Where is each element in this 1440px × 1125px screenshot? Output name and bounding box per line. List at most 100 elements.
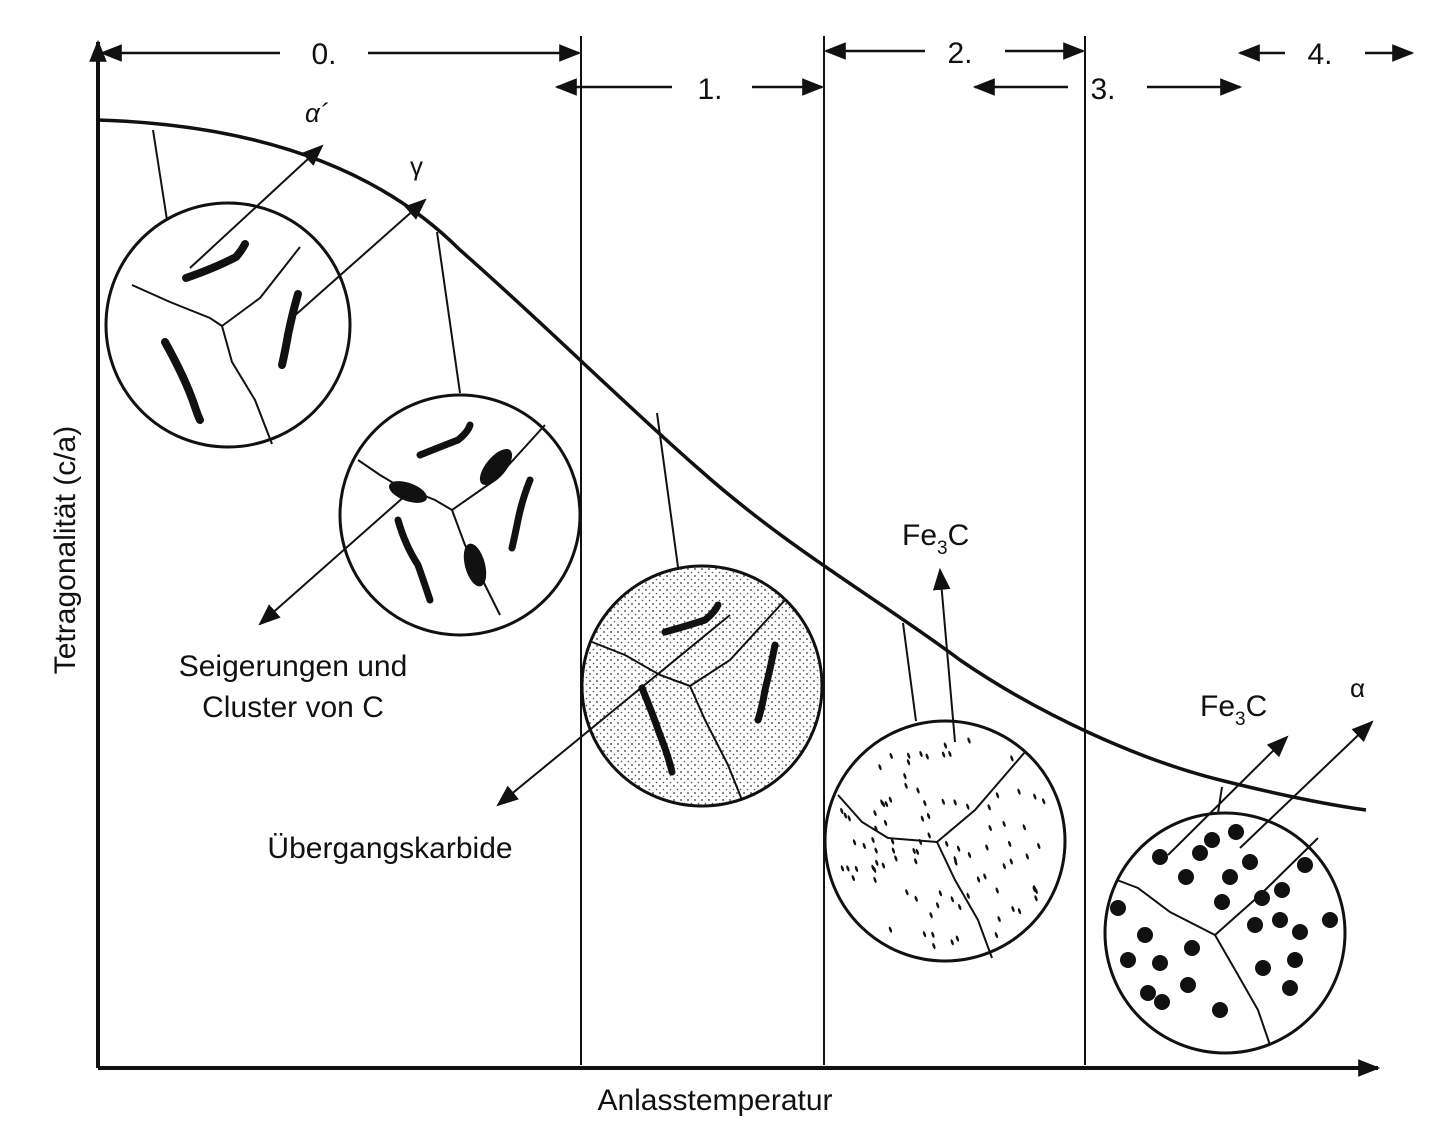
carbide-speck [875, 859, 879, 866]
carbide-particle [1272, 912, 1288, 928]
carbide-speck [976, 876, 981, 883]
carbide-speck [966, 803, 970, 810]
carbide-speck [890, 838, 895, 845]
carbide-speck [945, 840, 949, 847]
carbide-speck [874, 825, 878, 832]
segregation-arrow [258, 494, 407, 626]
carbide-particle [1180, 977, 1196, 993]
carbide-speck [906, 759, 911, 766]
carbide-speck [923, 800, 927, 807]
alpha-arrow [1239, 720, 1374, 849]
fe3c-label-fine: Fe3C [902, 519, 969, 559]
carbide-particle [1322, 912, 1338, 928]
carbide-speck [931, 931, 935, 938]
carbide-speck [1033, 885, 1037, 892]
tetragonality-curve [97, 118, 1367, 812]
carbide-speck [1002, 820, 1006, 827]
carbide-speck [840, 807, 844, 815]
carbide-speck [943, 742, 948, 749]
carbide-speck [1011, 906, 1015, 913]
carbide-speck [967, 737, 971, 744]
carbide-speck [872, 866, 877, 873]
carbide-speck [941, 798, 945, 805]
carbide-speck [1042, 798, 1046, 805]
carbide-speck [883, 819, 888, 826]
microstructure-martensite [104, 201, 352, 449]
carbide-speck [1017, 788, 1021, 795]
carbide-speck [912, 847, 916, 855]
stage-label-3: 3. [1090, 73, 1115, 106]
stage-ranges [99, 42, 1415, 96]
carbide-speck [985, 844, 989, 851]
x-axis-label: Anlasstemperatur [597, 1084, 832, 1117]
stage-label-1: 1. [697, 73, 722, 106]
carbide-particle [1254, 890, 1270, 906]
carbide-particle [1228, 824, 1244, 840]
carbide-speck [915, 848, 920, 855]
microstructure-transition-carbides [580, 564, 824, 808]
carbide-speck [1009, 858, 1013, 865]
carbide-speck [922, 931, 927, 938]
microstructure-spheroidized [1103, 811, 1347, 1055]
carbide-speck [927, 832, 931, 839]
carbide-speck [914, 895, 918, 902]
carbide-speck [967, 852, 972, 859]
gamma-label: γ [410, 151, 423, 181]
carbide-particle [1192, 845, 1208, 861]
carbide-speck [1033, 793, 1037, 800]
carbide-speck [871, 836, 875, 844]
carbide-particle [1214, 894, 1230, 910]
annotations: Seigerungen und Cluster von C Übergangsk… [179, 650, 513, 865]
carbide-speck [994, 932, 999, 939]
carbide-particle [1204, 832, 1220, 848]
carbide-speck [997, 916, 1001, 923]
carbide-speck [878, 764, 882, 771]
carbide-speck [1037, 842, 1041, 850]
carbide-speck [1022, 824, 1026, 831]
carbide-particle [1184, 940, 1200, 956]
carbide-speck [983, 873, 987, 880]
segregation-label-line1: Seigerungen und [179, 650, 408, 683]
carbide-particle [1222, 869, 1238, 885]
carbide-particle [1292, 924, 1308, 940]
coarse-carbide-particles [1110, 824, 1338, 1018]
alpha-prime-arrow [189, 144, 324, 269]
carbide-speck [929, 912, 933, 919]
carbide-speck [987, 804, 991, 811]
carbide-speck [1010, 755, 1014, 762]
carbide-speck [881, 862, 886, 869]
carbide-speck [905, 889, 909, 896]
fine-carbide-specks [840, 737, 1046, 950]
carbide-particle [1178, 869, 1194, 885]
carbide-speck [918, 838, 923, 845]
carbide-particle [1137, 927, 1153, 943]
carbide-speck [854, 865, 859, 872]
carbide-speck [914, 858, 918, 865]
stage-boundaries [580, 36, 1086, 1065]
carbide-particle [1274, 882, 1290, 898]
carbide-speck [888, 796, 893, 803]
carbide-speck [840, 865, 845, 872]
carbide-speck [843, 812, 848, 819]
fe3c-label-coarse: Fe3C [1200, 690, 1267, 730]
carbide-speck [907, 752, 911, 759]
carbide-particle [1247, 917, 1263, 933]
carbide-particle [1242, 854, 1258, 870]
carbide-speck [932, 942, 936, 950]
stage-label-0: 0. [311, 38, 336, 71]
carbide-speck [1002, 863, 1006, 870]
fe3c-coarse-arrow [1167, 735, 1289, 856]
carbide-particle [1154, 994, 1170, 1010]
curve-connectors [152, 129, 1223, 814]
carbide-speck [936, 902, 940, 909]
carbide-speck [874, 847, 878, 854]
carbide-particle [1152, 955, 1168, 971]
carbide-speck [884, 801, 889, 808]
carbide-speck [903, 773, 907, 780]
carbide-particle [1120, 952, 1136, 968]
phase-labels: α´ γ α Fe3C Fe3C [305, 98, 1365, 730]
stage-labels: 0. 1. 2. 3. 4. [311, 37, 1332, 106]
carbide-particle [1152, 849, 1168, 865]
gamma-arrow [291, 198, 427, 319]
